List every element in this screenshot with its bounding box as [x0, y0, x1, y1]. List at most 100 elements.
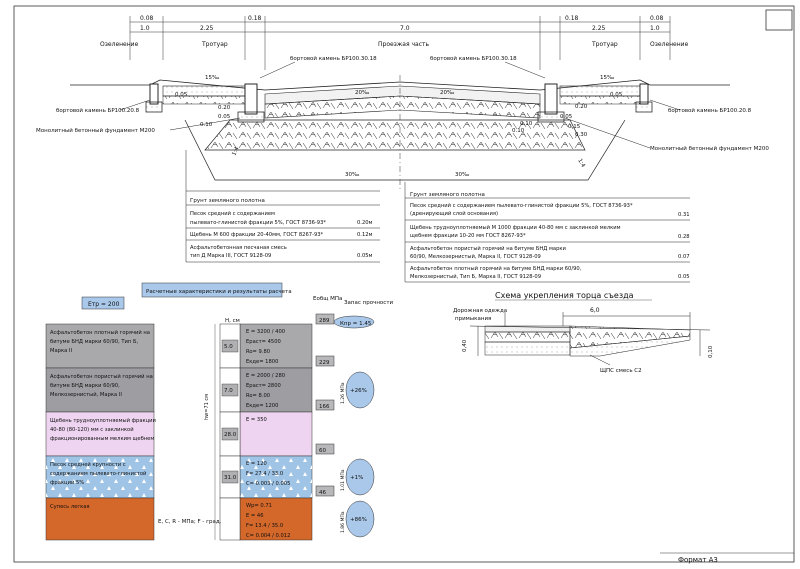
title-block-corner: [765, 9, 793, 31]
layer-zapas-ellipse: [345, 500, 375, 538]
right-row3-text2: 60/90, Мелкозернистый, Марка II, ГОСТ 91…: [410, 253, 541, 260]
layer-zapas-value: +26%: [350, 388, 367, 394]
left-row3-text1: Асфальтобетонная песчаная смесь: [190, 245, 287, 251]
layer-param: Е = 2000 / 280: [246, 373, 285, 379]
layer-param-box: [239, 411, 313, 457]
dim-d4: 0.18: [248, 15, 262, 22]
layer-eobsh-box: [315, 355, 335, 367]
layer-zapas-value: +86%: [350, 517, 367, 523]
left-row2-text1: Щебень М 600 фракции 20-40мм, ГОСТ 8267-…: [190, 232, 324, 238]
eobsh-top: 289: [319, 318, 330, 324]
mark-slope-r: 15‰: [600, 75, 615, 81]
scheme-d-right: 0,10: [708, 345, 714, 358]
layer-name-box: [45, 323, 155, 369]
layer-eobsh-box: [315, 485, 335, 497]
scheme-title: Схема укрепления торца съезда: [495, 291, 634, 300]
right-row1-text1: Песок средний с содержанием пылевато-гли…: [410, 202, 633, 209]
mark-bot-r: 30‰: [455, 172, 470, 178]
left-layer-table: [185, 150, 380, 263]
layer-eobsh-box: [315, 399, 335, 411]
left-row1-text2: пылевато-глинистой фракции 5%, ГОСТ 8736…: [190, 219, 326, 226]
dim-d9: 1.0: [650, 25, 660, 32]
layer-zapas-ellipse: [345, 371, 375, 409]
layer-param: Е = 3200 / 400: [246, 329, 285, 335]
etr-label: Етр = 200: [88, 301, 120, 308]
layer-name-line: Асфальтобетон плотный горячий на: [50, 329, 150, 336]
layer-param: Eкдe= 1800: [246, 359, 278, 365]
layer-name-line: фракционированным мелким щебнем: [50, 436, 154, 442]
mark-h2: 0.20: [218, 105, 231, 111]
layer-param: Wp= 0.71: [246, 503, 272, 509]
layer-zapas-ellipse: [345, 458, 375, 496]
etr-box: [81, 296, 125, 310]
layer-h-value: 7.0: [224, 388, 233, 394]
layer-param: F= 27.4 / 33.0: [246, 471, 283, 477]
layer-param: F= 13.4 / 35.0: [246, 523, 283, 529]
label-kamen-top-left: бортовой камень БР100.30.18: [290, 55, 377, 62]
mark-s2: 1:4: [576, 158, 586, 169]
layer-name-line: Песок средней крупности с: [50, 461, 126, 468]
mark-h1: 0.05: [175, 92, 188, 98]
hw-label: hw=71 см: [204, 394, 210, 420]
layer-name-line: фракции 5%: [50, 480, 84, 486]
left-row1-text1: Песок средний с содержанием: [190, 210, 275, 217]
layer-name-box: [45, 497, 155, 541]
layer-param: Ro= 9.80: [246, 349, 270, 355]
layer-name-line: Щебень трудноуплотняемый фракции: [50, 417, 156, 424]
label-kamen-left: бортовой камень БР100.20.8: [56, 107, 140, 114]
layer-name-line: Марка II: [50, 348, 72, 354]
layer-param: Е = 46: [246, 513, 264, 519]
layer-h-box: [221, 339, 239, 353]
layer-eobsh-value: 229: [319, 360, 330, 366]
sheet-frame: [13, 5, 795, 563]
mark-h6: 0.30: [575, 132, 588, 138]
mark-h7: 0.10: [520, 121, 533, 127]
right-row3-text1: Асфальтобетон пористый горячий на битуме…: [410, 245, 566, 252]
layer-name-box: [45, 411, 155, 457]
dim-d2: 1.0: [140, 25, 150, 32]
mark-road-r: 20‰: [440, 90, 455, 96]
layer-name-line: Асфальтобетон пористый горячий на: [50, 373, 153, 380]
layer-name-line: битуме БНД марки 60/90,: [50, 383, 120, 389]
layer-zapas-side: 1.26 МПа: [340, 382, 346, 404]
layer-eobsh-value: 60: [319, 448, 326, 454]
layer-h-box: [221, 470, 239, 484]
eobsh-top-box: [315, 313, 335, 325]
layer-h-box: [221, 383, 239, 397]
dim-d1: 0.08: [140, 15, 154, 22]
layer-param-box: [239, 497, 313, 541]
layer-name-line: Супесь легкая: [50, 504, 90, 510]
layer-eobsh-value: 46: [319, 490, 326, 496]
layer-param: Е = 120: [246, 461, 267, 467]
label-fund-left: Монолитный бетонный фундамент М200: [36, 127, 155, 134]
mark-h4: 0.10: [200, 122, 213, 128]
right-row2-text1: Щебень трудноуплотняемый М 1000 фракции …: [410, 224, 621, 231]
scheme-dim: 6,0: [590, 307, 600, 314]
top-dimensions: [129, 16, 671, 70]
layer-h-cell: [219, 497, 241, 541]
scheme-label2: примыкания: [455, 316, 491, 322]
layer-hatch: [46, 456, 154, 498]
layer-name-line: битуме БНД марки 60/90, Тип Б,: [50, 339, 139, 345]
mark-road-l: 20‰: [355, 90, 370, 96]
layer-param: С= 0.003 / 0.005: [246, 481, 290, 487]
right-row2-val: 0.28: [678, 234, 690, 240]
right-row1-val: 0.31: [678, 212, 690, 218]
label-kamen-top-right: бортовой камень БР100.30.18: [430, 55, 517, 62]
mark-h8: 0.05: [610, 92, 623, 98]
col-zapas-header: Запас прочности: [344, 300, 394, 306]
layer-param: Е = 350: [246, 417, 267, 423]
right-row1-text2: (дренирующий слой основания): [410, 210, 498, 217]
mark-h10: 0.15: [568, 124, 581, 130]
scheme-mix: ЩПС смесь С2: [600, 368, 642, 374]
layer-param: Ераст= 4500: [246, 339, 281, 345]
layer-param: Ro= 8.00: [246, 393, 270, 399]
layer-h-value: 5.0: [224, 344, 233, 350]
label-kamen-right: бортовой камень БР100.20.8: [668, 107, 752, 114]
calc-legend: Е, С, R - МПа; F - град.: [158, 519, 222, 525]
dim-d6: 0.18: [565, 15, 579, 22]
kpr-label: Кпр = 1.45: [340, 321, 372, 327]
layer-param: Eкдe= 1200: [246, 403, 278, 409]
mark-bot-l: 30‰: [345, 172, 360, 178]
